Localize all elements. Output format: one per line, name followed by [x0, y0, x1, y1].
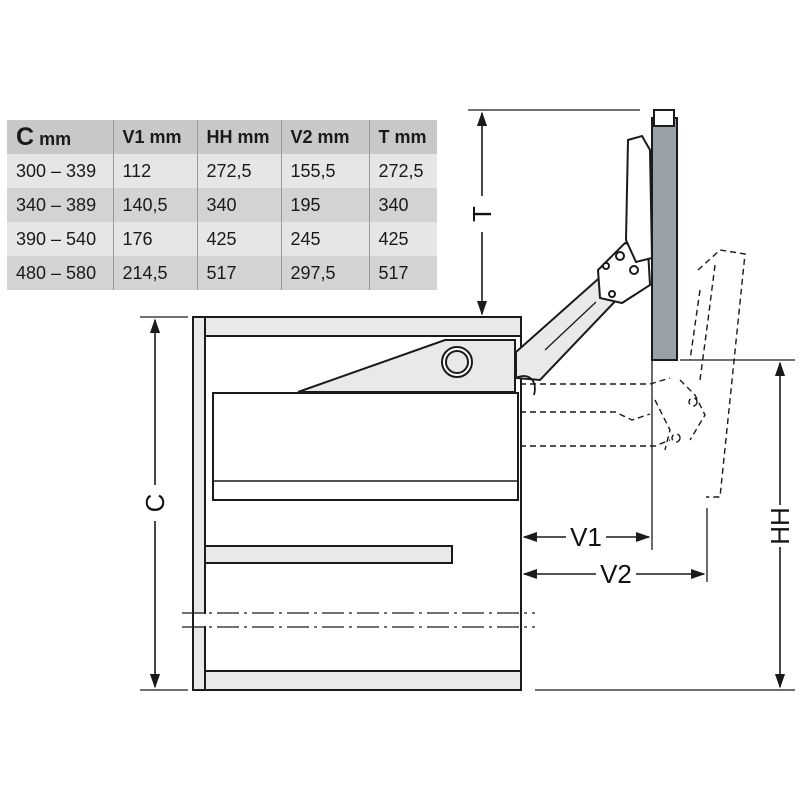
table-cell: 176	[113, 222, 198, 256]
table-cell: 425	[369, 222, 437, 256]
table-cell: 480 – 580	[7, 256, 114, 290]
table-cell: 112	[113, 154, 198, 188]
pivot-inner	[445, 350, 469, 374]
header-v1: V1 mm	[113, 120, 198, 154]
table-cell: 140,5	[113, 188, 198, 222]
label-hh: HH	[765, 507, 795, 545]
table-cell: 340	[197, 188, 282, 222]
table-row: 340 – 389 140,5 340 195 340	[7, 188, 437, 222]
table-cell: 272,5	[197, 154, 282, 188]
label-v1: V1	[570, 522, 602, 552]
table-cell: 517	[369, 256, 437, 290]
reference-lines	[140, 109, 795, 691]
cabinet	[192, 316, 522, 691]
header-t: T mm	[369, 120, 437, 154]
break-gap	[194, 614, 520, 626]
table-cell: 300 – 339	[7, 154, 114, 188]
table-row: 300 – 339 112 272,5 155,5 272,5	[7, 154, 437, 188]
table-cell: 425	[197, 222, 282, 256]
drawer-box	[212, 392, 519, 501]
flap-top-cap	[653, 109, 675, 127]
table-header-row: C mm V1 mm HH mm V2 mm T mm	[7, 120, 437, 154]
header-hh: HH mm	[197, 120, 282, 154]
flap-fitting	[624, 134, 654, 264]
table-cell: 390 – 540	[7, 222, 114, 256]
table-cell: 340	[369, 188, 437, 222]
table-cell: 272,5	[369, 154, 437, 188]
table-row: 390 – 540 176 425 245 425	[7, 222, 437, 256]
lift-mechanism	[212, 109, 678, 501]
dimension-table: C mm V1 mm HH mm V2 mm T mm 300 – 339 11…	[7, 120, 437, 290]
label-t: T	[467, 206, 497, 222]
header-c: C mm	[7, 120, 114, 154]
table-cell: 245	[281, 222, 370, 256]
table-cell: 340 – 389	[7, 188, 114, 222]
header-v2: V2 mm	[281, 120, 370, 154]
table-cell: 214,5	[113, 256, 198, 290]
arm-slot	[544, 301, 597, 351]
dashed-positions	[520, 249, 746, 498]
table-row: 480 – 580 214,5 517 297,5 517	[7, 256, 437, 290]
cabinet-bottom-panel	[204, 670, 522, 691]
cabinet-top-panel	[204, 316, 522, 337]
table-cell: 517	[197, 256, 282, 290]
label-v2: V2	[600, 559, 632, 589]
open-flap	[651, 117, 678, 361]
cabinet-shelf	[204, 545, 453, 564]
label-c: C	[140, 494, 170, 513]
cabinet-side-panel	[192, 316, 206, 691]
table-cell: 155,5	[281, 154, 370, 188]
break-line	[182, 612, 535, 628]
table-cell: 297,5	[281, 256, 370, 290]
mechanism-housing	[297, 339, 516, 393]
table-cell: 195	[281, 188, 370, 222]
